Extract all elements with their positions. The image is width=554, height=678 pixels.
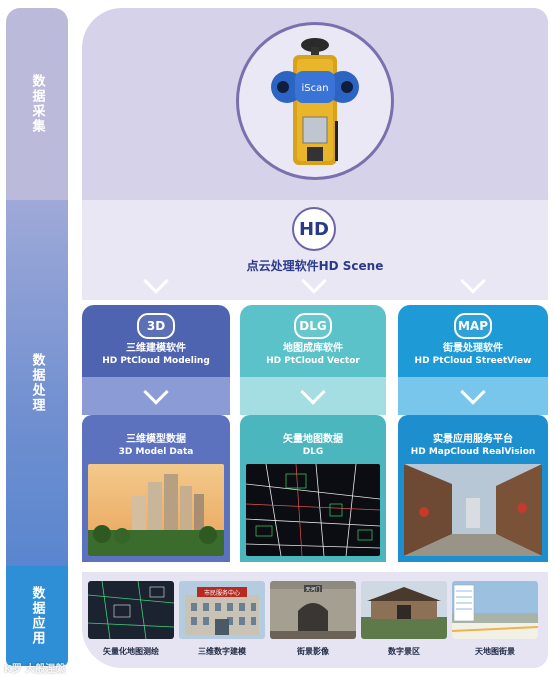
app-caption-vector-mapping: 矢量化地图测绘 (103, 647, 159, 656)
column-3d-bottom: 三维模型数据 3D Model Data (82, 415, 230, 562)
column-3d-software-en: HD PtCloud Modeling (102, 356, 210, 366)
column-map-output: 实景应用服务平台 (433, 434, 513, 445)
app-thumb-vector-mapping (88, 581, 174, 639)
hd-badge-circle: HD (292, 207, 336, 251)
city-model-icon (88, 464, 224, 556)
vector-map-image (246, 464, 380, 556)
sidebar-collect-label: 数据采集 (29, 74, 45, 134)
scanner-device-icon: iScan (271, 38, 359, 165)
column-map-software-en: HD PtCloud StreetView (414, 356, 532, 366)
column-dlg-top: DLG 地图成库软件 HD PtCloud Vector (240, 305, 386, 377)
column-3d-output: 三维模型数据 (126, 434, 186, 445)
scenic-area-icon (361, 581, 447, 639)
column-3d-badge: 3D (137, 313, 175, 339)
column-dlg-mid (240, 377, 386, 415)
sidebar-apply: 数据应用 (6, 566, 68, 666)
column-dlg-output-en: DLG (302, 447, 324, 457)
device-circle: iScan (236, 22, 394, 180)
column-dlg-software-en: HD PtCloud Vector (266, 356, 360, 366)
app-caption-3d-modeling: 三维数字建模 (198, 647, 246, 656)
column-map-badge: MAP (454, 313, 492, 339)
gate-sign-text: 天河门 (305, 586, 320, 593)
column-map-top: MAP 街景处理软件 HD PtCloud StreetView (398, 305, 548, 377)
app-thumb-scenic-area (361, 581, 447, 639)
city-gate-icon: 天河门 (270, 581, 356, 639)
column-map-bottom: 实景应用服务平台 HD MapCloud RealVision (398, 415, 548, 562)
column-map-output-en: HD MapCloud RealVision (410, 447, 536, 457)
column-3d-top: 3D 三维建模软件 HD PtCloud Modeling (82, 305, 230, 377)
column-map-software: 街景处理软件 (443, 343, 503, 354)
sidebar-process-label: 数据处理 (29, 353, 45, 413)
chevron-down-icon (143, 379, 169, 405)
building-icon: 市民服务中心 (179, 581, 265, 639)
sidebar-process: 数据处理 (6, 200, 68, 566)
column-3d-mid (82, 377, 230, 415)
vector-mapping-icon (88, 581, 174, 639)
chevron-down-icon (460, 379, 486, 405)
chevron-down-icon (300, 379, 326, 405)
column-dlg-output: 矢量地图数据 (283, 434, 343, 445)
column-dlg-badge: DLG (294, 313, 332, 339)
map-street-icon (452, 581, 538, 639)
street-view-icon (404, 464, 542, 556)
app-thumb-tianditu-street (452, 581, 538, 639)
app-caption-scenic-area: 数字景区 (388, 647, 420, 656)
sidebar-collect: 数据采集 (6, 8, 68, 200)
watermark: K罗 大般涅槃 (4, 664, 66, 675)
app-caption-street-image: 街景影像 (297, 647, 329, 656)
app-caption-tianditu-street: 天地图街景 (475, 647, 515, 656)
vector-map-icon (246, 464, 380, 556)
sidebar-apply-label: 数据应用 (29, 586, 45, 646)
column-dlg-software: 地图成库软件 (283, 343, 343, 354)
column-map-mid (398, 377, 548, 415)
street-view-image (404, 464, 542, 556)
device-brand-text: iScan (301, 83, 328, 94)
column-dlg-bottom: 矢量地图数据 DLG (240, 415, 386, 562)
column-3d-output-en: 3D Model Data (118, 447, 194, 457)
city-model-image (88, 464, 224, 556)
hd-title: 点云处理软件HD Scene (246, 259, 384, 273)
app-thumb-street-image: 天河门 (270, 581, 356, 639)
building-sign-text: 市民服务中心 (204, 589, 240, 597)
hd-badge: HD (298, 218, 329, 240)
column-3d-software: 三维建模软件 (126, 343, 186, 354)
app-thumb-3d-modeling: 市民服务中心 (179, 581, 265, 639)
